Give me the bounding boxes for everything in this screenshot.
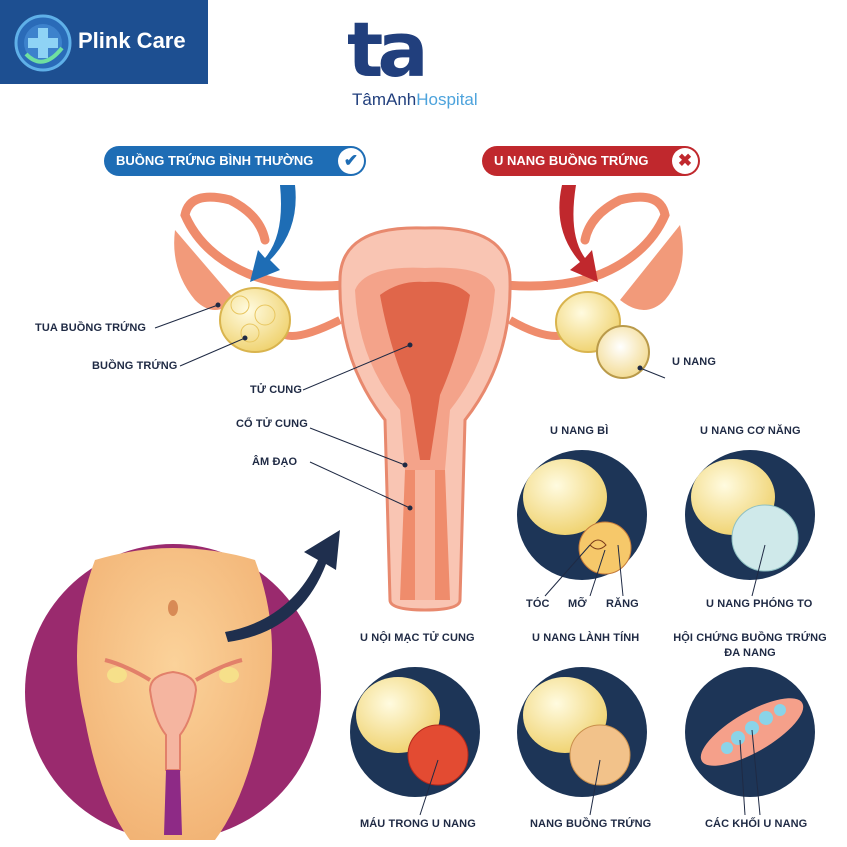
ovarian-cyst-label: U NANG BUỒNG TRỨNG — [494, 153, 649, 168]
cyst-ovary — [555, 291, 650, 379]
fimbriae-label: TUA BUỒNG TRỨNG — [35, 322, 147, 334]
normal-ovary-banner: BUỒNG TRỨNG BÌNH THƯỜNG ✔ — [104, 146, 366, 176]
vagina-label: ÂM ĐẠO — [252, 456, 298, 468]
cross-icon: ✖ — [672, 148, 698, 174]
zoom-arrow-icon — [225, 530, 340, 642]
plink-brand-name: Plink Care — [78, 28, 186, 53]
endometrioma-caption: MÁU TRONG U NANG — [360, 818, 476, 830]
type-circles — [350, 450, 815, 797]
plink-cross-icon — [14, 14, 72, 72]
plink-care-logo: Plink Care — [0, 0, 208, 84]
benign-title: U NANG LÀNH TÍNH — [532, 632, 640, 644]
tam-anh-mark: ta — [347, 5, 429, 94]
uterus — [338, 226, 512, 612]
pcos-title-line1: HỘI CHỨNG BUỒNG TRỨNG — [673, 632, 827, 644]
functional-caption: U NANG PHÓNG TO — [706, 598, 813, 610]
type-leaders — [419, 544, 766, 816]
normal-ovary-label: BUỒNG TRỨNG BÌNH THƯỜNG — [116, 153, 314, 168]
fallopian-tubes — [174, 192, 683, 340]
cervix-label: CỔ TỬ CUNG — [236, 418, 308, 430]
cyst-arrow-icon — [559, 185, 598, 282]
uterus-label: TỬ CUNG — [250, 384, 302, 396]
check-icon: ✔ — [338, 148, 364, 174]
tam-anh-name: TâmAnhHospital — [352, 90, 478, 110]
functional-title: U NANG CƠ NĂNG — [700, 425, 801, 437]
pcos-caption: CÁC KHỐI U NANG — [705, 818, 808, 830]
benign-caption: NANG BUỒNG TRỨNG — [530, 818, 652, 830]
normal-arrow-icon — [250, 185, 296, 282]
dermoid-fat-label: MỠ — [568, 598, 587, 610]
ovarian-cyst-banner: U NANG BUỒNG TRỨNG ✖ — [482, 146, 700, 176]
body-inset — [25, 544, 321, 840]
tam-anh-name-main: TâmAnh — [352, 90, 417, 109]
dermoid-hair-label: TÓC — [526, 598, 550, 610]
dermoid-teeth-label: RĂNG — [606, 598, 639, 610]
tam-anh-name-sub: Hospital — [416, 90, 478, 109]
pcos-title-line2: ĐA NANG — [724, 647, 776, 659]
cyst-label: U NANG — [672, 356, 716, 368]
anatomy-leaders — [154, 302, 666, 511]
ovary-label: BUỒNG TRỨNG — [92, 360, 178, 372]
endometrioma-title: U NỘI MẠC TỬ CUNG — [360, 632, 475, 644]
normal-ovary — [219, 287, 291, 353]
dermoid-title: U NANG BÌ — [550, 425, 609, 437]
